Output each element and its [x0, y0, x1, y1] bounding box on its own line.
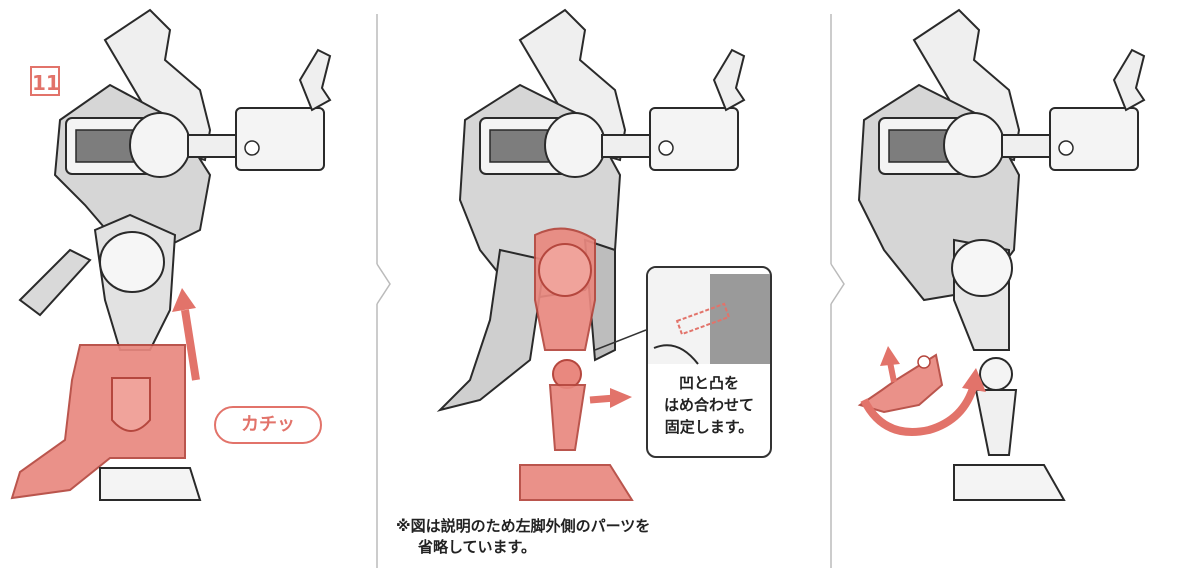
- rotate-arrow-icon: [860, 368, 986, 436]
- step-panel-1: 11 カチッ: [0, 0, 370, 568]
- inset-line-3: 固定します。: [664, 418, 754, 436]
- footnote: ※図は説明のため左脚外側のパーツを 省略しています。: [396, 516, 816, 558]
- peg-detail-illustration: [648, 268, 770, 365]
- robot-illustration-3: [857, 8, 1146, 501]
- right-arrow-icon: [589, 388, 632, 408]
- click-sound-callout: カチッ: [214, 406, 322, 444]
- inset-instruction: 凹と凸を はめ合わせて 固定します。: [648, 372, 770, 438]
- inset-line-1: 凹と凸を: [678, 374, 739, 392]
- robot-illustration-1: [10, 8, 332, 501]
- step-number-badge: 11: [30, 66, 60, 96]
- inset-line-2: はめ合わせて: [663, 396, 754, 414]
- step-panel-3: [824, 0, 1187, 568]
- robot-illustration-2: [436, 8, 746, 501]
- chevron-divider-icon: [830, 14, 845, 568]
- up-arrow-icon: [880, 346, 900, 383]
- footnote-line-1: ※図は説明のため左脚外側のパーツを: [396, 517, 651, 535]
- step-panel-2: 凹と凸を はめ合わせて 固定します。: [370, 0, 824, 568]
- detail-inset: 凹と凸を はめ合わせて 固定します。: [646, 266, 772, 458]
- chevron-divider-icon: [376, 14, 391, 568]
- footnote-line-2: 省略しています。: [418, 538, 537, 556]
- up-arrow-icon: [172, 288, 200, 381]
